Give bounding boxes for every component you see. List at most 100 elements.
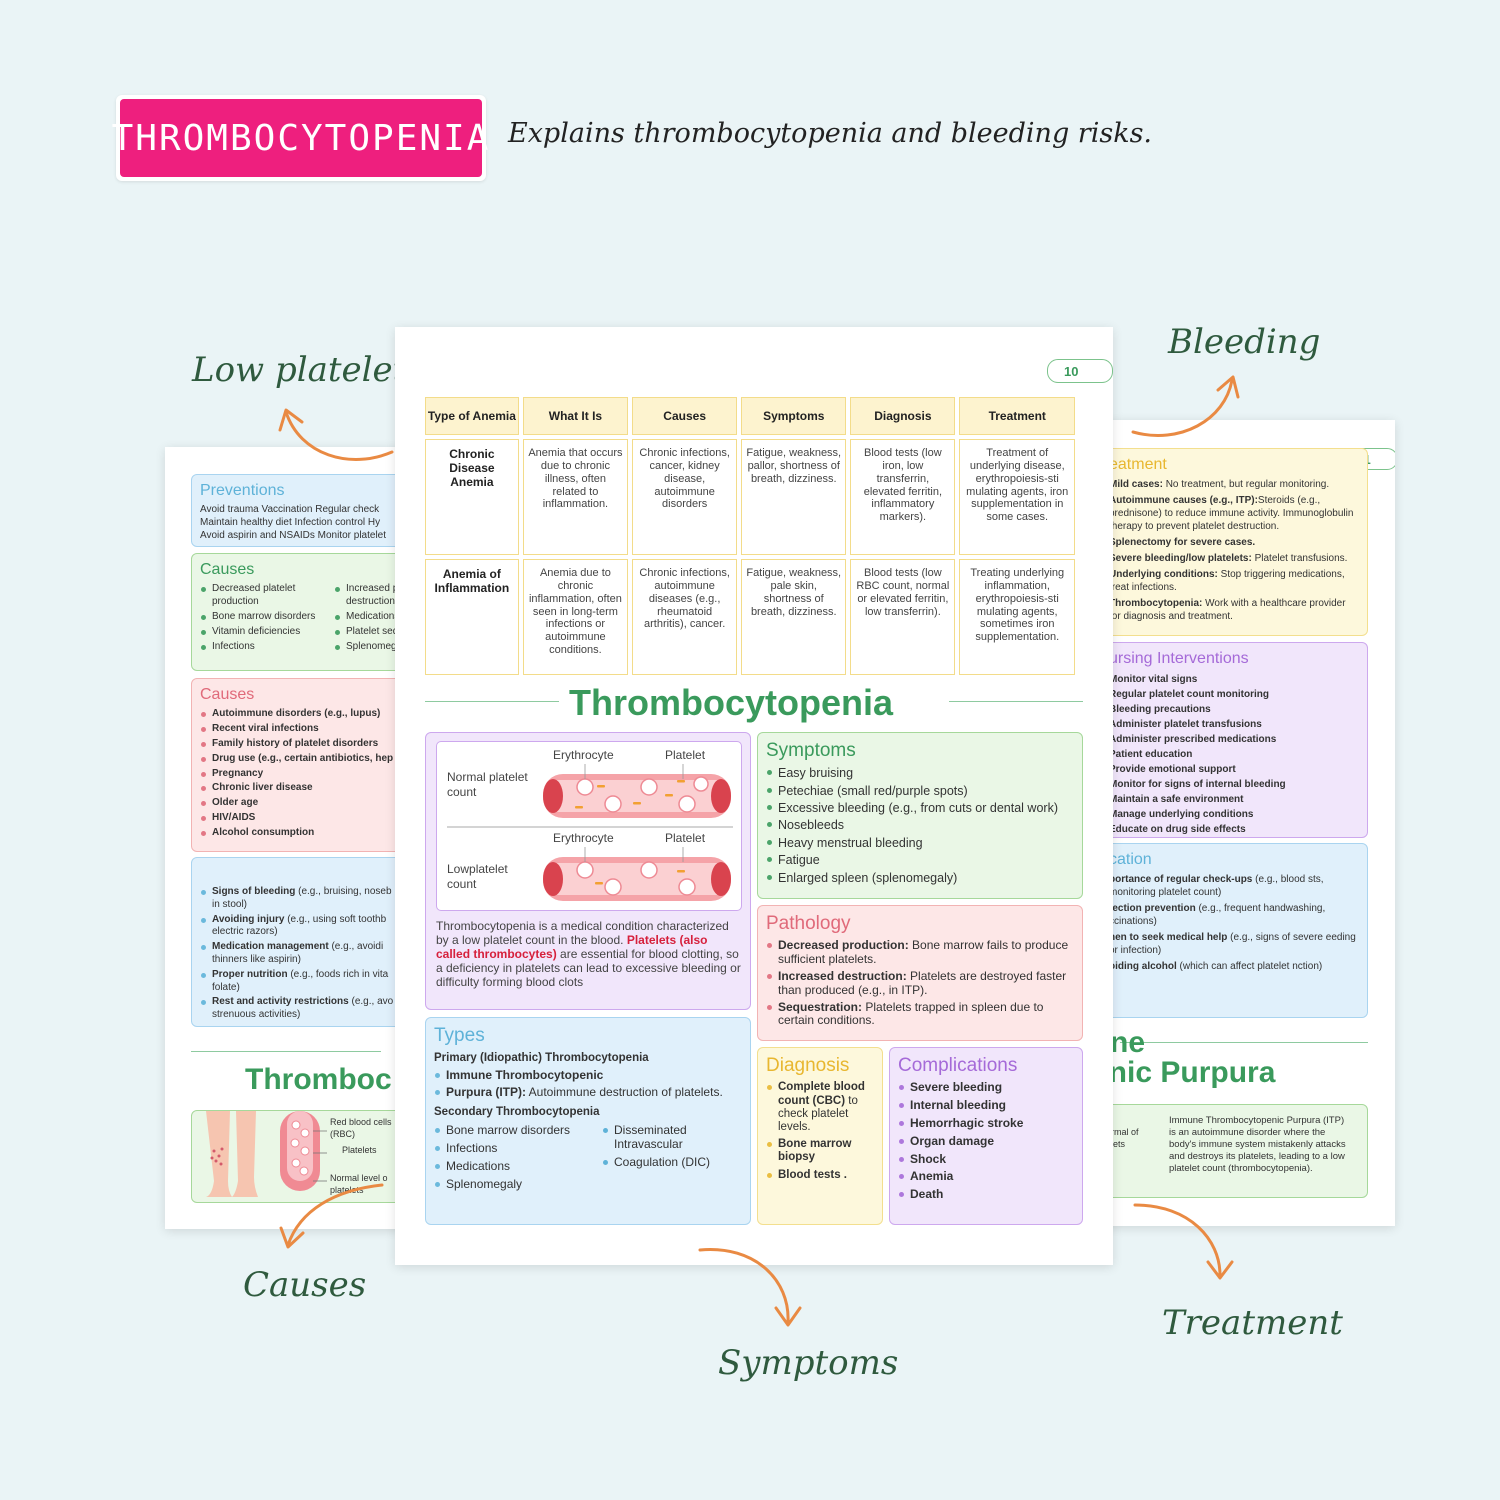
- education-item: portance of regular check-ups (e.g., blo…: [1109, 874, 1324, 899]
- nursing-item: Provide emotional support: [1109, 764, 1236, 776]
- right-education-box: cation portance of regular check-ups (e.…: [1100, 843, 1368, 1018]
- table-header: Type of Anemia: [425, 397, 519, 435]
- list-item: Increased p destruction: [334, 583, 410, 609]
- itp-description: Immune Thrombocytopenic Purpura (ITP) is…: [1169, 1115, 1346, 1174]
- types-secondary: Secondary Thrombocytopenia: [434, 1105, 600, 1118]
- arrow-bleeding: [1131, 378, 1234, 437]
- list-item: Anemia: [898, 1169, 1074, 1184]
- platelet-label: Platelet: [665, 831, 706, 845]
- table-header: Diagnosis: [850, 397, 956, 435]
- arrow-treatment-head: [1206, 1260, 1234, 1280]
- list-item: Petechiae (small red/purple spots): [766, 784, 1074, 798]
- label-bleeding: Bleeding: [1168, 322, 1321, 362]
- divider: [949, 701, 1083, 702]
- list-item: Shock: [898, 1152, 1074, 1167]
- list-item: Complete blood count (CBC) to check plat…: [766, 1081, 874, 1134]
- itp-title-1: ne: [1110, 1026, 1146, 1059]
- table-cell: Chronic infections, autoimmune diseases …: [632, 559, 738, 675]
- list-item: Heavy menstrual bleeding: [766, 836, 1074, 850]
- nursing-box: ursing Interventions Monitor vital signs…: [1100, 642, 1368, 838]
- list-item: Easy bruising: [766, 766, 1074, 780]
- pathology-title: Pathology: [766, 913, 851, 934]
- list-item: Medications: [334, 611, 410, 624]
- list-item: Family history of platelet disorders: [200, 738, 410, 751]
- list-item: Enlarged spleen (splenomegaly): [766, 871, 1074, 885]
- symptoms-box: Symptoms Easy bruising Petechiae (small …: [757, 732, 1083, 899]
- education-item: hen to seek medical help (e.g., signs of…: [1109, 932, 1356, 957]
- list-item: Bone marrow disorders: [434, 1124, 594, 1138]
- low-count-label: Lowplatelet count: [447, 862, 508, 892]
- diagnosis-box: Diagnosis Complete blood count (CBC) to …: [757, 1047, 883, 1225]
- types-box: Types Primary (Idiopathic) Thrombocytope…: [425, 1017, 751, 1225]
- page-number: 10: [1047, 359, 1113, 383]
- preventions-line: Avoid aspirin and NSAIDs Monitor platele…: [200, 530, 387, 542]
- list-item: Recent viral infections: [200, 723, 410, 736]
- arrow-causes-head: [279, 1226, 305, 1249]
- list-item: Excessive bleeding (e.g., from cuts or d…: [766, 801, 1074, 815]
- list-item: Decreased platelet production: [200, 583, 320, 609]
- list-item: Coagulation (DIC): [602, 1155, 732, 1170]
- list-item: Internal bleeding: [898, 1098, 1074, 1113]
- normal-count-label: Normal platelet count: [447, 770, 528, 800]
- table-header: Treatment: [959, 397, 1075, 435]
- table-cell: Chronic Disease Anemia: [425, 439, 519, 555]
- divider: [191, 1051, 381, 1052]
- divider: [425, 701, 559, 702]
- list-item: Medications: [434, 1159, 594, 1174]
- arrow-low-platelets: [284, 410, 394, 461]
- center-page: 10 Type of Anemia What It Is Causes Symp…: [395, 327, 1113, 1265]
- causes2-title: Causes: [200, 686, 255, 703]
- list-item: Bone marrow biopsy: [766, 1138, 874, 1164]
- list-item: Increased destruction: Platelets are des…: [766, 969, 1074, 998]
- list-item: Infections: [200, 641, 320, 654]
- list-item: Alcohol consumption: [200, 827, 410, 840]
- list-item: Disseminated Intravascular: [602, 1123, 732, 1152]
- table-cell: Anemia of Inflammation: [425, 559, 519, 675]
- list-item: Platelet sequ: [334, 626, 410, 639]
- list-item: Drug use (e.g., certain antibiotics, hep: [200, 753, 410, 766]
- list-item: Fatigue: [766, 853, 1074, 867]
- table-header: What It Is: [522, 397, 629, 435]
- label-low-platelets: Low platelets: [192, 350, 424, 390]
- diagnosis-title: Diagnosis: [766, 1055, 850, 1076]
- list-item: Avoiding injury (e.g., using soft toothb…: [200, 914, 395, 940]
- preventions-line: Maintain healthy diet Infection control …: [200, 517, 381, 529]
- list-item: HIV/AIDS: [200, 812, 410, 825]
- types-primary: Primary (Idiopathic) Thrombocytopenia: [434, 1052, 649, 1065]
- nursing-item: Monitor for signs of internal bleeding: [1109, 779, 1286, 791]
- list-item: Decreased production: Bone marrow fails …: [766, 938, 1074, 967]
- left-page: Preventions Avoid trauma Vaccination Reg…: [165, 447, 410, 1229]
- preventions-line: Avoid trauma Vaccination Regular check: [200, 504, 380, 516]
- subtitle: Explains thrombocytopenia and bleeding r…: [508, 118, 1153, 149]
- platelet-diagram: Normal platelet count Erythrocyte Platel…: [436, 741, 742, 911]
- education-item: oiding alcohol (which can affect platele…: [1109, 961, 1323, 973]
- label-symptoms: Symptoms: [718, 1343, 899, 1383]
- preventions-box: Preventions Avoid trauma Vaccination Reg…: [191, 474, 410, 547]
- nursing-title: ursing Interventions: [1109, 650, 1249, 667]
- list-item: Pregnancy: [200, 768, 410, 781]
- erythrocyte-label: Erythrocyte: [553, 831, 614, 845]
- arrow-symptoms: [698, 1248, 790, 1324]
- nursing-item: Bleeding precautions: [1109, 704, 1211, 716]
- list-item: Severe bleeding: [898, 1081, 1074, 1095]
- list-item: Nosebleeds: [766, 818, 1074, 832]
- list-item: Medication management (e.g., avoidi thin…: [200, 941, 395, 967]
- list-item: Vitamin deficiencies: [200, 626, 320, 639]
- arrow-low-platelets-head: [278, 408, 304, 432]
- table-cell: Anemia due to chronic inflammation, ofte…: [522, 559, 629, 675]
- table-cell: Blood tests (low iron, low transferrin, …: [850, 439, 956, 555]
- table-cell: Anemia that occurs due to chronic illnes…: [522, 439, 629, 555]
- treatment-item: Splenectomy for severe cases.: [1109, 537, 1256, 549]
- causes1-title: Causes: [200, 561, 255, 578]
- left-section-title: Thromboc: [245, 1063, 392, 1096]
- legs-diagram: [206, 1111, 327, 1197]
- nursing-item: Regular platelet count monitoring: [1109, 689, 1270, 701]
- nursing-item: Patient education: [1109, 749, 1193, 761]
- list-item: Death: [898, 1187, 1074, 1202]
- list-item: Splenomeg: [334, 641, 410, 654]
- table-header: Causes: [632, 397, 738, 435]
- table-cell: Fatigue, weakness, pale skin, shortness …: [741, 559, 847, 675]
- list-item: Bone marrow disorders: [200, 611, 320, 624]
- itp-diagram-labels: rmal of lets: [1111, 1127, 1139, 1149]
